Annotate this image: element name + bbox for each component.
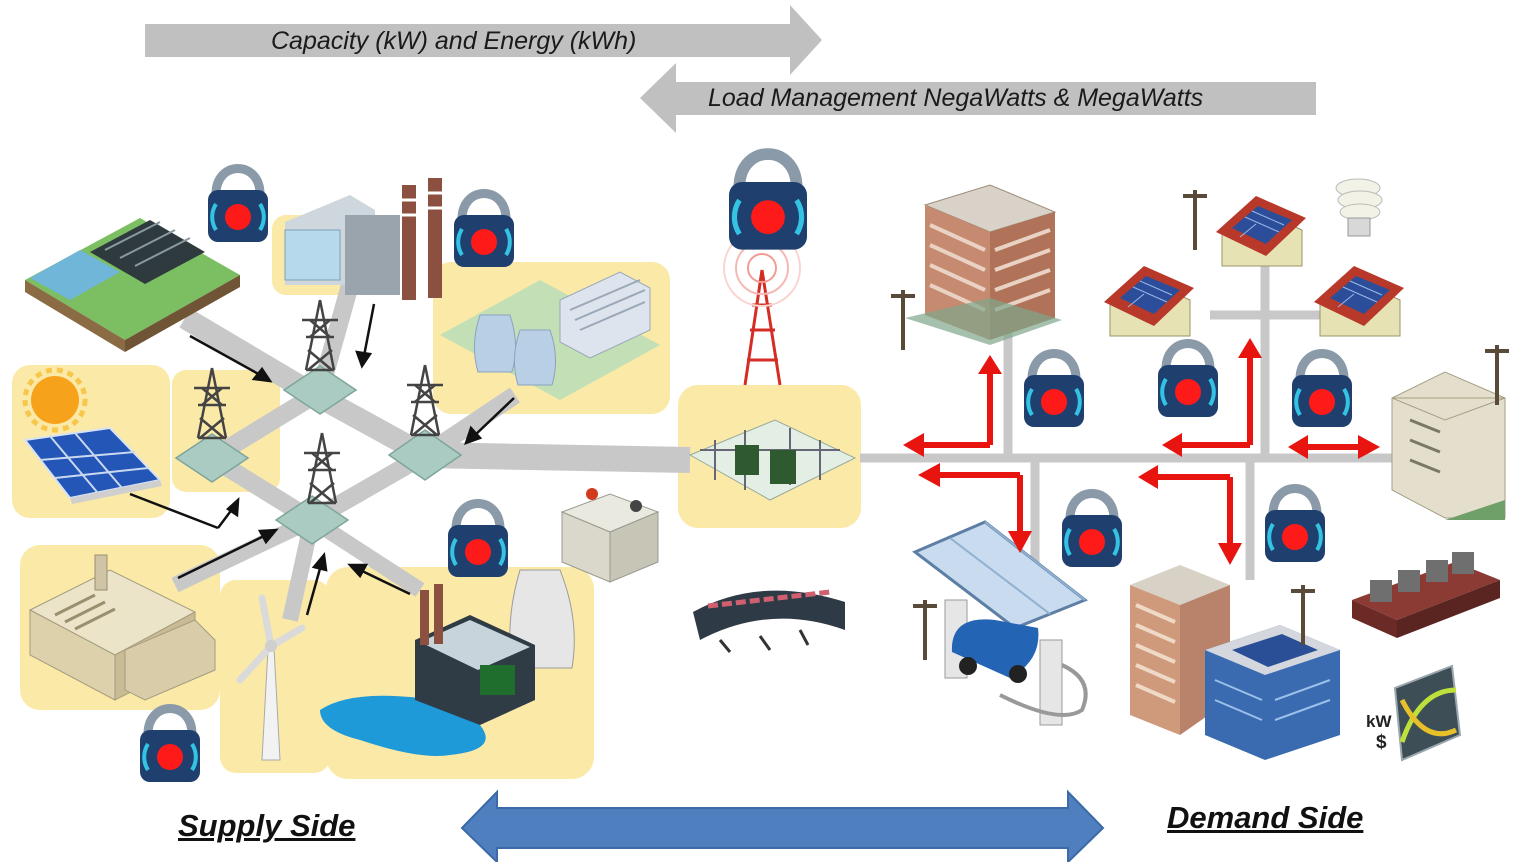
commercial-complex: [1130, 565, 1340, 760]
wind-turbine: [236, 594, 306, 761]
radio-tower-icon: [723, 229, 801, 386]
cfl-bulb-icon: [1335, 178, 1383, 237]
tower-pads: [174, 365, 463, 545]
demand-flow-arrows: [903, 338, 1380, 565]
power-plant-top: [284, 178, 442, 300]
battery-bank-icon: [1352, 552, 1500, 638]
supply-demand-double-arrow: [460, 789, 1105, 862]
substation-icon: [688, 419, 857, 501]
office-building: [905, 184, 1062, 345]
supply-flow-arrows: [129, 303, 515, 616]
kw-price-icon: [1393, 664, 1462, 762]
capacity-energy-label: Capacity (kW) and Energy (kWh): [271, 27, 637, 55]
demand-grid-lines: [860, 240, 1395, 580]
water-treatment-plant: [25, 218, 240, 352]
nuclear-plant: [440, 271, 660, 400]
kw-label: kW: [1366, 712, 1392, 731]
ev-charging-station: [912, 520, 1088, 726]
battery-icon: [560, 488, 660, 583]
solar-farm: [22, 367, 162, 504]
industrial-building-right: [1391, 371, 1506, 520]
capacity-energy-arrow: [145, 5, 822, 75]
load-management-arrow: [640, 63, 1316, 133]
dollar-label: $: [1376, 732, 1387, 753]
control-room-icon: [693, 589, 845, 653]
coal-plant: [320, 569, 575, 756]
factory-left: [28, 554, 216, 701]
demand-side-label: Demand Side: [1167, 800, 1364, 835]
supply-side-label: Supply Side: [178, 808, 356, 843]
load-management-label: Load Management NegaWatts & MegaWatts: [708, 84, 1204, 112]
